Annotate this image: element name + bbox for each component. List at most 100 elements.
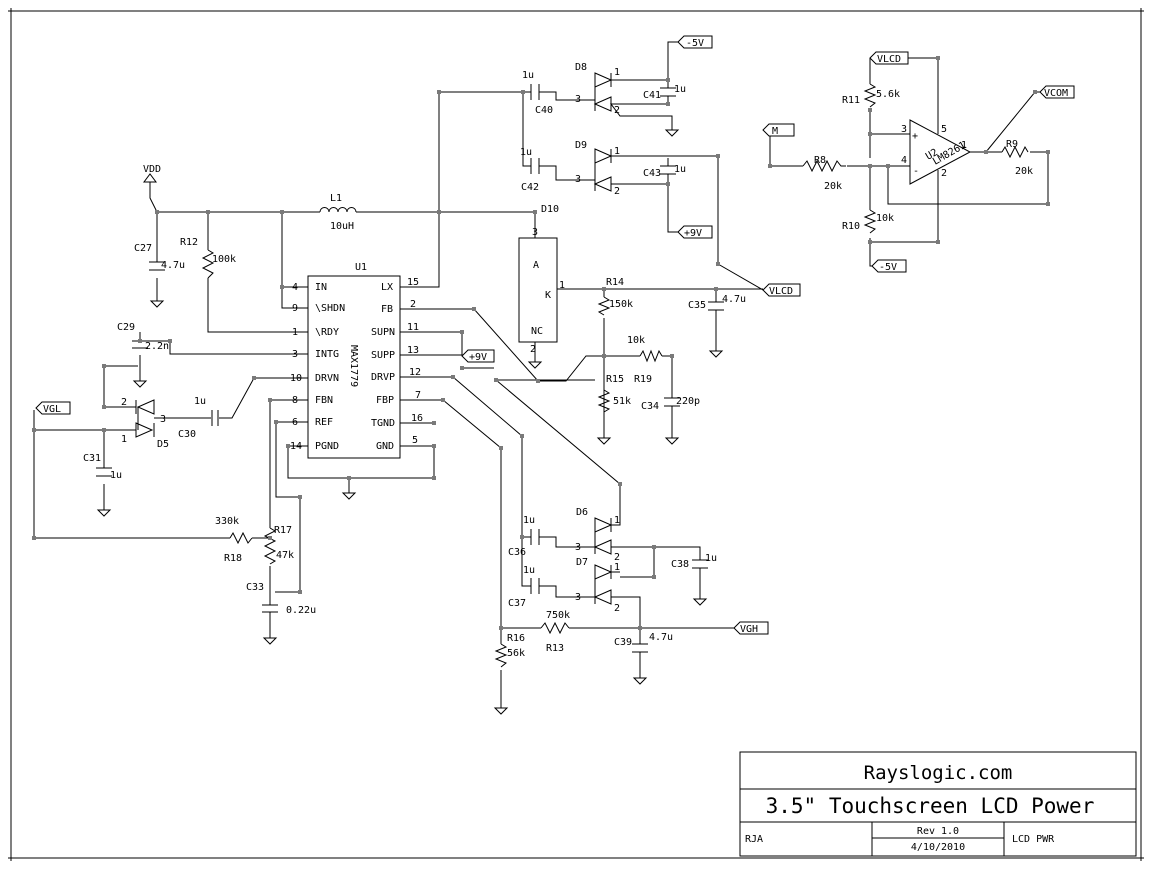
r17-ref: R17 xyxy=(274,525,292,536)
d5-pin: 3 xyxy=(160,414,166,425)
port-m5v: -5V xyxy=(686,38,704,49)
c29-ref: C29 xyxy=(117,322,135,333)
r10-value: 10k xyxy=(876,213,894,224)
u1-pin-num: 5 xyxy=(412,435,418,446)
r14-ref: R14 xyxy=(606,277,624,288)
component-labels: C27 4.7u R12 100k C29 2.2n 1u C30 C31 1u… xyxy=(83,62,1033,659)
d10-cathode: K xyxy=(545,290,551,301)
u2-pin: 3 xyxy=(901,124,907,135)
r14-value: 150k xyxy=(609,299,633,310)
u1-pin-name: DRVP xyxy=(371,372,395,383)
c39-value: 4.7u xyxy=(649,632,673,643)
u1-pin-num: 15 xyxy=(407,277,419,288)
d9-pin: 1 xyxy=(614,146,620,157)
page-border xyxy=(10,10,1142,859)
port-p9v: +9V xyxy=(684,228,702,239)
u1-pin-num: 16 xyxy=(411,413,423,424)
r15-value: 51k xyxy=(613,396,631,407)
r8-value: 20k xyxy=(824,181,842,192)
c42-value: 1u xyxy=(520,147,532,158)
d7-pin: 1 xyxy=(614,562,620,573)
d8-pin: 3 xyxy=(575,94,581,105)
u1-pin-num: 3 xyxy=(292,349,298,360)
u1-part: MAX1779 xyxy=(348,345,359,387)
u1-pin-name: GND xyxy=(376,441,394,452)
c41-value: 1u xyxy=(674,84,686,95)
r15-ref: R15 xyxy=(606,374,624,385)
r12-value: 100k xyxy=(212,254,236,265)
r13-ref: R13 xyxy=(546,643,564,654)
inductor-l1: L1 10uH xyxy=(319,193,357,232)
u2-ref: U2 xyxy=(924,147,940,163)
c36-value: 1u xyxy=(523,515,535,526)
c27-value: 4.7u xyxy=(161,260,185,271)
vdd-label: VDD xyxy=(143,164,161,175)
r19-value: 10k xyxy=(627,335,645,346)
title-block: Rayslogic.com 3.5" Touchscreen LCD Power… xyxy=(739,751,1137,857)
d10-pin: 3 xyxy=(532,227,538,238)
u1-pin-num: 12 xyxy=(409,367,421,378)
u1-pin-num: 11 xyxy=(407,322,419,333)
c38-value: 1u xyxy=(705,553,717,564)
u1-pin-name: PGND xyxy=(315,441,339,452)
d8-pin: 2 xyxy=(614,105,620,116)
port-vgl: VGL xyxy=(43,404,61,415)
u1-pin-name: FB xyxy=(381,304,393,315)
r8-ref: R8 xyxy=(814,155,826,166)
c40-value: 1u xyxy=(522,70,534,81)
r9-value: 20k xyxy=(1015,166,1033,177)
u2-pin: 4 xyxy=(901,155,907,166)
d10-pin: 2 xyxy=(530,344,536,355)
port-vcom: VCOM xyxy=(1044,88,1068,99)
u2-pin: 1 xyxy=(961,140,967,151)
u1-pin-name: FBP xyxy=(376,395,394,406)
c41-ref: C41 xyxy=(643,90,661,101)
wires xyxy=(33,41,1049,702)
c29-value: 2.2n xyxy=(145,341,169,352)
u1-pin-name: \SHDN xyxy=(315,303,345,314)
u2-plus: + xyxy=(912,131,918,142)
d7-pin: 3 xyxy=(575,592,581,603)
diodes xyxy=(135,72,613,605)
u1-pin-name: SUPP xyxy=(371,350,395,361)
d9-pin: 2 xyxy=(614,186,620,197)
r18-ref: R18 xyxy=(224,553,242,564)
junction-dots xyxy=(32,56,1050,630)
u1-pin-name: INTG xyxy=(315,349,339,360)
c42-ref: C42 xyxy=(521,182,539,193)
port-vlcd-opamp: VLCD xyxy=(877,54,901,65)
r11-ref: R11 xyxy=(842,95,860,106)
c27-ref: C27 xyxy=(134,243,152,254)
d7-ref: D7 xyxy=(576,557,588,568)
d10-anode: A xyxy=(533,260,539,271)
r16-value: 56k xyxy=(507,648,525,659)
u1-pin-num: 9 xyxy=(292,303,298,314)
r17-value: 47k xyxy=(276,550,294,561)
u1-pin-name: TGND xyxy=(371,418,395,429)
c33-ref: C33 xyxy=(246,582,264,593)
r11-value: 5.6k xyxy=(876,89,900,100)
port-vlcd: VLCD xyxy=(769,286,793,297)
d5-pin: 2 xyxy=(121,397,127,408)
c40-ref: C40 xyxy=(535,105,553,116)
d8-ref: D8 xyxy=(575,62,587,73)
r9-ref: R9 xyxy=(1006,139,1018,150)
c30-ref: C30 xyxy=(178,429,196,440)
c34-value: 220p xyxy=(676,396,700,407)
r19-ref: R19 xyxy=(634,374,652,385)
d5-ref: D5 xyxy=(157,439,169,450)
r12-ref: R12 xyxy=(180,237,198,248)
d9-ref: D9 xyxy=(575,140,587,151)
d10-nc: NC xyxy=(531,326,543,337)
u1-pin-num: 14 xyxy=(290,441,302,452)
u1-ref: U1 xyxy=(355,262,367,273)
c35-value: 4.7u xyxy=(722,294,746,305)
diode-d10: D10 3 A K NC 1 2 xyxy=(518,204,565,356)
c36-ref: C36 xyxy=(508,547,526,558)
u1-pin-num: 8 xyxy=(292,395,298,406)
u1-pin-name: REF xyxy=(315,417,333,428)
r13-value: 750k xyxy=(546,610,570,621)
d6-ref: D6 xyxy=(576,507,588,518)
u1-pin-name: SUPN xyxy=(371,327,395,338)
